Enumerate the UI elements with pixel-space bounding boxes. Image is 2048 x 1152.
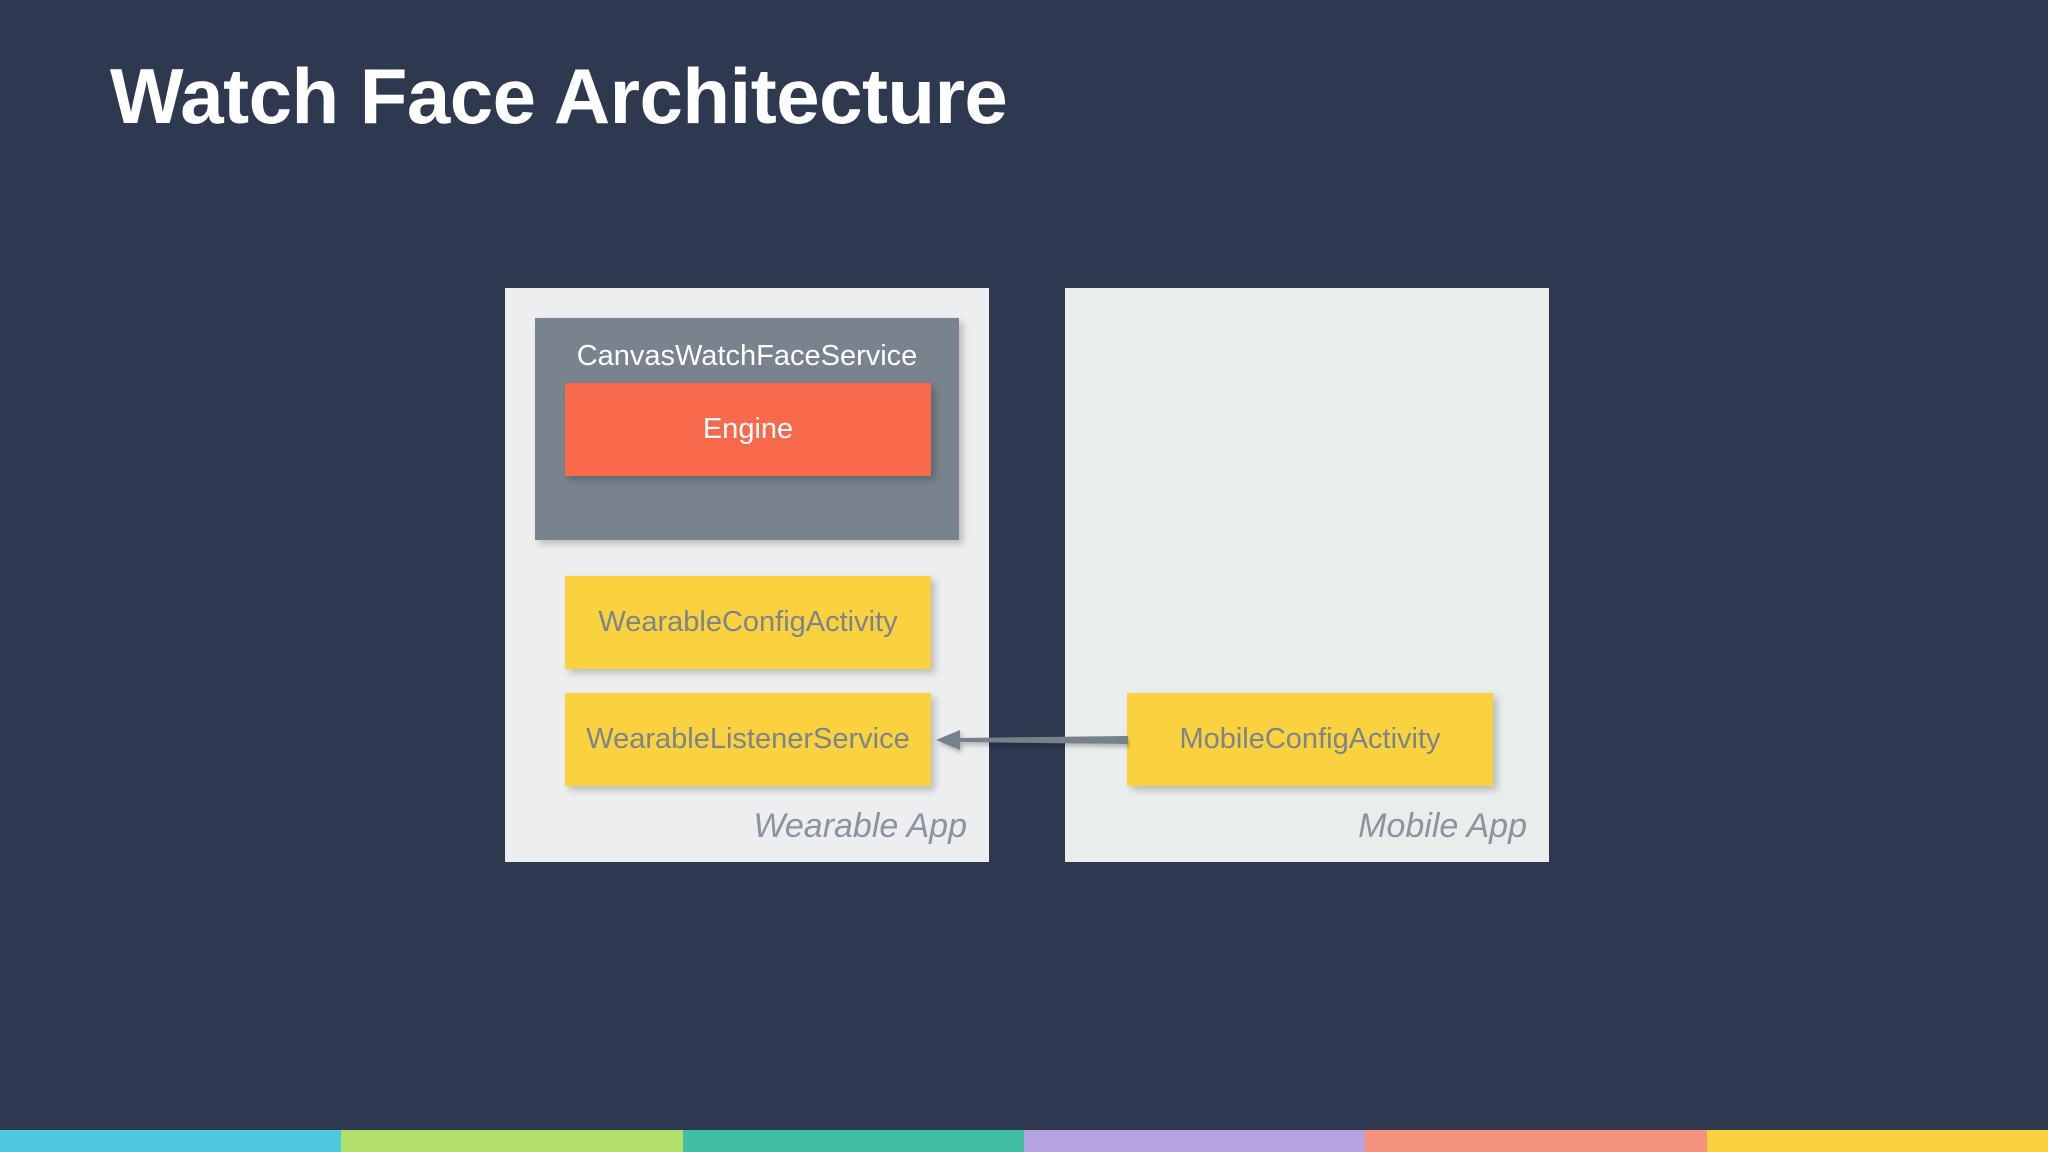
engine-label: Engine <box>702 413 794 445</box>
strip-segment-3 <box>682 1130 1024 1152</box>
mobile-config-activity-label: MobileConfigActivity <box>1179 723 1441 755</box>
page-title: Watch Face Architecture <box>110 52 1008 140</box>
canvas-watch-face-service-label: CanvasWatchFaceService <box>576 340 918 372</box>
strip-segment-6 <box>1706 1130 2048 1152</box>
wearable-listener-service-box[interactable]: WearableListenerService <box>565 693 931 786</box>
wearable-config-activity-box[interactable]: WearableConfigActivity <box>565 576 931 669</box>
mobile-app-label: Mobile App <box>1358 807 1527 845</box>
wearable-app-label: Wearable App <box>753 807 967 845</box>
wearable-config-activity-label: WearableConfigActivity <box>598 606 898 638</box>
strip-segment-5 <box>1365 1130 1707 1152</box>
strip-segment-2 <box>341 1130 683 1152</box>
mobile-config-activity-box[interactable]: MobileConfigActivity <box>1127 693 1493 786</box>
bottom-color-strip <box>0 1130 2048 1152</box>
strip-segment-1 <box>0 1130 342 1152</box>
engine-box[interactable]: Engine <box>565 383 931 476</box>
wearable-listener-service-label: WearableListenerService <box>586 723 910 755</box>
strip-segment-4 <box>1023 1130 1366 1152</box>
